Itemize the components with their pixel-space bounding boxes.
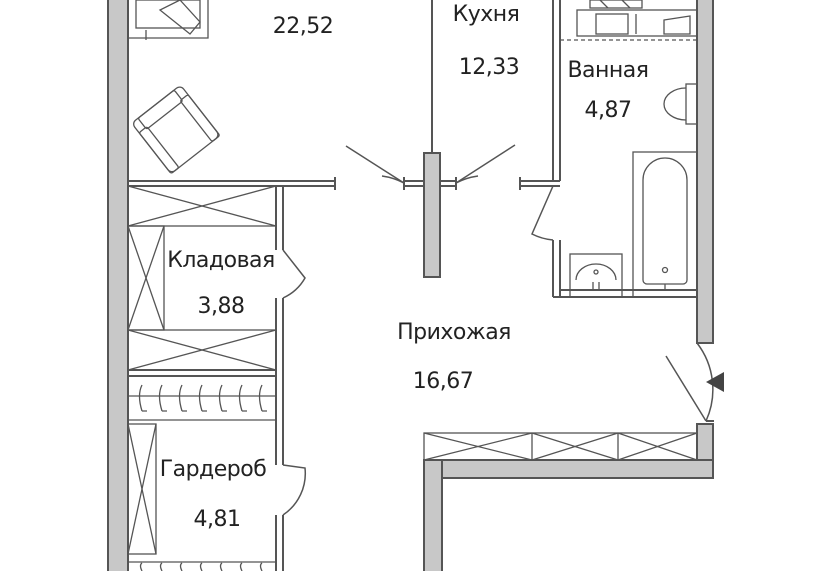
right-outer-wall <box>696 0 714 344</box>
bottom-shelf-panel <box>423 432 698 461</box>
room-area-kitchen: 12,33 <box>458 55 520 80</box>
bathroom-fixtures <box>560 9 698 298</box>
room-name-hallway: Прихожая <box>397 320 511 345</box>
living-furniture <box>127 0 220 174</box>
room-name-wardrobe: Гардероб <box>159 457 267 482</box>
left-outer-wall <box>107 0 129 571</box>
entrance-arrow-icon <box>706 372 724 392</box>
bottom-wall-vertical <box>423 459 443 571</box>
kitchen-partition-column <box>423 152 441 278</box>
room-name-kitchen: Кухня <box>452 2 520 27</box>
bottom-wall-horizontal <box>423 459 714 479</box>
doors <box>282 144 714 516</box>
room-area-bathroom: 4,87 <box>584 98 632 123</box>
room-area-living: 22,52 <box>272 14 334 39</box>
room-area-storage: 3,88 <box>197 294 245 319</box>
room-area-wardrobe: 4,81 <box>193 507 241 532</box>
room-name-bathroom: Ванная <box>567 58 649 83</box>
storage-shelves <box>127 185 277 371</box>
room-area-hallway: 16,67 <box>412 369 474 394</box>
right-wall-stub <box>696 423 714 463</box>
interior-walls <box>128 0 714 571</box>
room-name-storage: Кладовая <box>167 248 275 273</box>
wardrobe <box>127 384 276 571</box>
kitchen-counter <box>589 0 643 9</box>
